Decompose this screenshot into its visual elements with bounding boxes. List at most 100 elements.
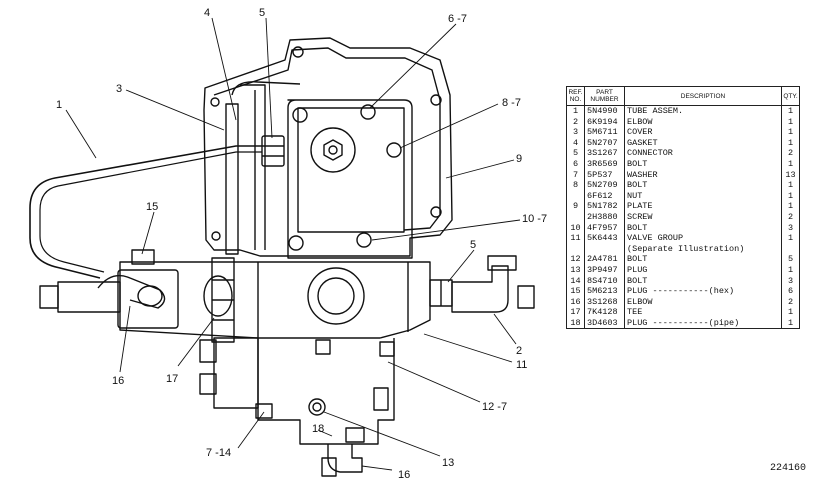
bottom-elbow-nut: [321, 457, 337, 477]
cell-description: PLATE: [624, 201, 782, 212]
lower-left-block: [213, 337, 259, 409]
callout-16-bottom: 16: [398, 469, 410, 480]
body-bolt: [315, 339, 331, 355]
cell-part-number: 5K6443: [584, 233, 625, 244]
cell-part-number: 8S4710: [584, 275, 625, 287]
callout-10-7: 10 -7: [522, 213, 547, 225]
right-end-plug: [517, 285, 535, 309]
callout-17: 17: [166, 373, 178, 385]
valve-body: [119, 261, 431, 339]
cell-description: (Separate Illustration): [624, 243, 782, 255]
cell-quantity: 1: [781, 233, 800, 244]
callout-16-left: 16: [112, 375, 124, 387]
cell-part-number: 5N2709: [584, 180, 625, 191]
cell-quantity: 2: [781, 148, 800, 159]
cell-quantity: 1: [781, 307, 800, 318]
left-plug: [39, 285, 59, 309]
header-qty: QTY.: [781, 86, 800, 106]
cell-ref: 14: [566, 275, 585, 287]
plug-13-inner: [312, 402, 322, 412]
cell-part-number: 6K9194: [584, 116, 625, 128]
callout-9: 9: [516, 153, 522, 165]
cover-bolt: [288, 235, 304, 251]
lower-body: [257, 338, 395, 445]
cell-description: PLUG: [624, 264, 782, 276]
cell-description: PLUG -----------(pipe): [624, 317, 782, 330]
left-body-block: [117, 269, 179, 329]
table-header-row: REF. NO. PART NUMBER DESCRIPTION QTY.: [566, 86, 800, 106]
cell-description: CONNECTOR: [624, 148, 782, 159]
cover-face: [297, 107, 405, 233]
right-elbow: [451, 265, 509, 313]
cell-ref: 6: [566, 158, 585, 170]
cell-ref: 9: [566, 201, 585, 212]
figure-number: 224160: [770, 463, 807, 474]
left-plug-body: [57, 281, 121, 313]
cell-ref: 10: [566, 222, 585, 234]
cell-part-number: 5M6213: [584, 286, 625, 297]
upper-connector: [261, 135, 285, 167]
cell-description: NUT: [624, 190, 782, 202]
body-bolt: [199, 373, 217, 395]
cell-part-number: 3D4603: [584, 317, 625, 330]
cell-description: TUBE ASSEM.: [624, 105, 782, 117]
callout-12-7: 12 -7: [482, 401, 507, 413]
callout-13: 13: [442, 457, 454, 469]
body-bolt: [199, 339, 217, 363]
cell-part-number: 5N1782: [584, 201, 625, 212]
tube-assembly-inner: [39, 151, 262, 273]
cell-quantity: 1: [781, 201, 800, 212]
callout-3: 3: [116, 83, 122, 95]
cell-part-number: [584, 243, 625, 255]
cover-bolt: [386, 142, 402, 158]
cell-ref: [566, 211, 585, 223]
callout-2: 2: [516, 345, 522, 357]
callout-5-right: 5: [470, 239, 476, 251]
cell-quantity: 1: [781, 127, 800, 138]
callout-7-14: 7 -14: [206, 447, 231, 459]
cell-description: GASKET: [624, 137, 782, 149]
central-hex-bolt: [323, 139, 343, 161]
valve-boss: [307, 267, 365, 325]
cell-part-number: 5M6711: [584, 127, 625, 138]
cover-bolt: [356, 232, 372, 248]
cell-part-number: 3S1268: [584, 296, 625, 308]
header-part-number: PART NUMBER: [584, 86, 625, 106]
cell-quantity: 1: [781, 116, 800, 128]
callout-1: 1: [56, 99, 62, 111]
callout-6-7: 6 -7: [448, 13, 467, 25]
plate-hole: [211, 231, 221, 241]
tube-assembly: [29, 145, 262, 279]
plate-hole: [210, 97, 220, 107]
cell-description: BOLT: [624, 222, 782, 234]
cell-part-number: 2A4781: [584, 254, 625, 265]
cell-ref: [566, 190, 585, 202]
cell-description: ELBOW: [624, 116, 782, 128]
valve-boss-inner: [317, 277, 355, 315]
cell-part-number: 3R6569: [584, 158, 625, 170]
cell-ref: 12: [566, 254, 585, 265]
cell-part-number: 5N2707: [584, 137, 625, 149]
cell-part-number: 7K4128: [584, 307, 625, 318]
cell-part-number: 6F612: [584, 190, 625, 202]
central-bolt-center: [328, 145, 338, 155]
body-bolt: [379, 341, 395, 357]
cell-ref: 4: [566, 137, 585, 149]
callout-15: 15: [146, 201, 158, 213]
exploded-assembly-diagram: 4 5 6 -7 3 8 -7 1 9 15 10 -7 5 2 11 17 1…: [29, 7, 547, 480]
cell-ref: [566, 243, 585, 255]
plug-18: [345, 427, 365, 443]
cell-quantity: 1: [781, 137, 800, 149]
